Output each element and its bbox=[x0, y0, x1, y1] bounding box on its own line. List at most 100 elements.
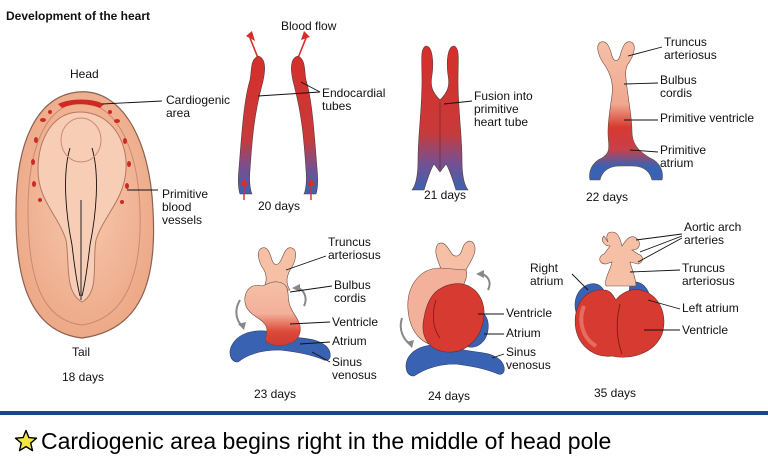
blood-island bbox=[34, 137, 38, 143]
aortic-arches-35 bbox=[599, 231, 643, 287]
footer-divider bbox=[0, 411, 768, 415]
right-atrium-label-line: atrium bbox=[530, 274, 563, 288]
leader-sinus-24 bbox=[491, 353, 505, 359]
endocardial-label-line: tubes bbox=[322, 99, 351, 113]
leader-aortic-2 bbox=[639, 235, 683, 253]
embryo-blood-vessels-label-line: blood bbox=[162, 200, 191, 214]
sinus-23-label-line: venosus bbox=[332, 368, 377, 382]
cardiogenic-patch bbox=[58, 99, 104, 108]
embryo-age-label: 18 days bbox=[62, 370, 104, 384]
rotation-arrow-left-head bbox=[238, 322, 246, 330]
rotation-arrow-24-left-head bbox=[406, 340, 414, 348]
right-atrium-label-line: Right bbox=[530, 261, 559, 275]
leader-cardiogenic bbox=[101, 100, 163, 105]
ventricle-22-label: Primitive ventricle bbox=[660, 111, 754, 125]
caption-text: Cardiogenic area begins right in the mid… bbox=[41, 427, 612, 454]
ventricle-35-highlight bbox=[579, 305, 598, 348]
arrow-bottom-left-head bbox=[240, 178, 248, 186]
neural-fold-left bbox=[65, 147, 81, 297]
interventricular-groove bbox=[616, 303, 623, 355]
age-22-label: 22 days bbox=[586, 190, 628, 204]
fusion-label-line: heart tube bbox=[474, 115, 528, 129]
blood-island bbox=[32, 181, 36, 187]
leader-endocardial-left bbox=[257, 91, 321, 97]
aortic-label-line: Aortic arch bbox=[684, 220, 741, 234]
arrow-up-left bbox=[249, 37, 259, 59]
ventricle-24-fold bbox=[432, 299, 441, 339]
sinus-24-label-line: Sinus bbox=[506, 345, 536, 359]
leader-atrium-22 bbox=[629, 149, 659, 153]
footer-caption: Cardiogenic area begins right in the mid… bbox=[0, 418, 768, 464]
endocardial-tube-left bbox=[238, 55, 265, 195]
endocardial-tube-right bbox=[291, 55, 318, 195]
bulbus-22-label-line: Bulbus bbox=[660, 73, 697, 87]
leader-endocardial-right bbox=[300, 81, 321, 93]
truncus-22-label-line: arteriosus bbox=[664, 48, 717, 62]
blood-island bbox=[38, 198, 42, 202]
rotation-arrow-right-head bbox=[292, 284, 300, 292]
leader-bulbus-22 bbox=[623, 82, 659, 85]
embryo-blood-vessels-label-line: vessels bbox=[162, 213, 202, 227]
blood-island bbox=[120, 200, 124, 204]
bulbus-23-label-line: cordis bbox=[334, 291, 366, 305]
leader-left-atrium bbox=[647, 299, 681, 310]
truncus-23 bbox=[258, 247, 296, 293]
aortic-label-line: arteries bbox=[684, 233, 724, 247]
ventricle-35-label: Ventricle bbox=[682, 323, 728, 337]
truncus-23-label-line: arteriosus bbox=[328, 248, 381, 262]
rotation-arrow-24-left bbox=[399, 317, 411, 345]
bulbus-23-label-line: Bulbus bbox=[334, 278, 371, 292]
blood-island bbox=[108, 110, 112, 114]
arrow-up-right bbox=[297, 37, 307, 59]
blood-island bbox=[125, 183, 129, 189]
blood-island bbox=[123, 138, 127, 144]
leader-sinus-23 bbox=[311, 351, 331, 363]
truncus-35-label-line: arteriosus bbox=[682, 274, 735, 288]
leader-atrium-23 bbox=[299, 341, 331, 345]
fusion-label-line: primitive bbox=[474, 102, 519, 116]
blood-island bbox=[114, 119, 120, 123]
truncus-24 bbox=[435, 240, 476, 273]
atrium-23-label: Atrium bbox=[332, 334, 367, 348]
leader-truncus-35 bbox=[629, 269, 681, 273]
bulbus-ventricle-23 bbox=[244, 281, 301, 346]
embryo-tail-label: Tail bbox=[72, 345, 90, 359]
ventricle-24-label: Ventricle bbox=[506, 306, 552, 320]
heart-development-diagram: Development of the heart Head Cardiogeni… bbox=[6, 9, 754, 403]
blood-island bbox=[40, 118, 46, 122]
embryo-cardiogenic-label-line: area bbox=[166, 106, 190, 120]
neural-plate bbox=[37, 111, 127, 303]
truncus-22-label-line: Truncus bbox=[664, 35, 707, 49]
leader-right-atrium bbox=[571, 273, 589, 291]
leader-bulbus-23 bbox=[289, 285, 333, 293]
blood-island bbox=[48, 110, 52, 114]
truncus-35-label-line: Truncus bbox=[682, 261, 725, 275]
embryo-blood-vessels-label-line: Primitive bbox=[162, 187, 208, 201]
atrium-22-label-line: atrium bbox=[660, 156, 693, 170]
blood-island bbox=[31, 159, 35, 165]
arrow-up-left-head bbox=[246, 31, 255, 41]
primitive-node bbox=[60, 117, 102, 163]
neural-fold-right bbox=[81, 147, 97, 297]
age-24-label: 24 days bbox=[428, 389, 470, 403]
age-20-label: 20 days bbox=[258, 199, 300, 213]
sinus-24-label-line: venosus bbox=[506, 358, 551, 372]
leader-truncus-22 bbox=[627, 46, 663, 57]
leader-fusion bbox=[443, 100, 473, 105]
sinus-23-label-line: Sinus bbox=[332, 355, 362, 369]
